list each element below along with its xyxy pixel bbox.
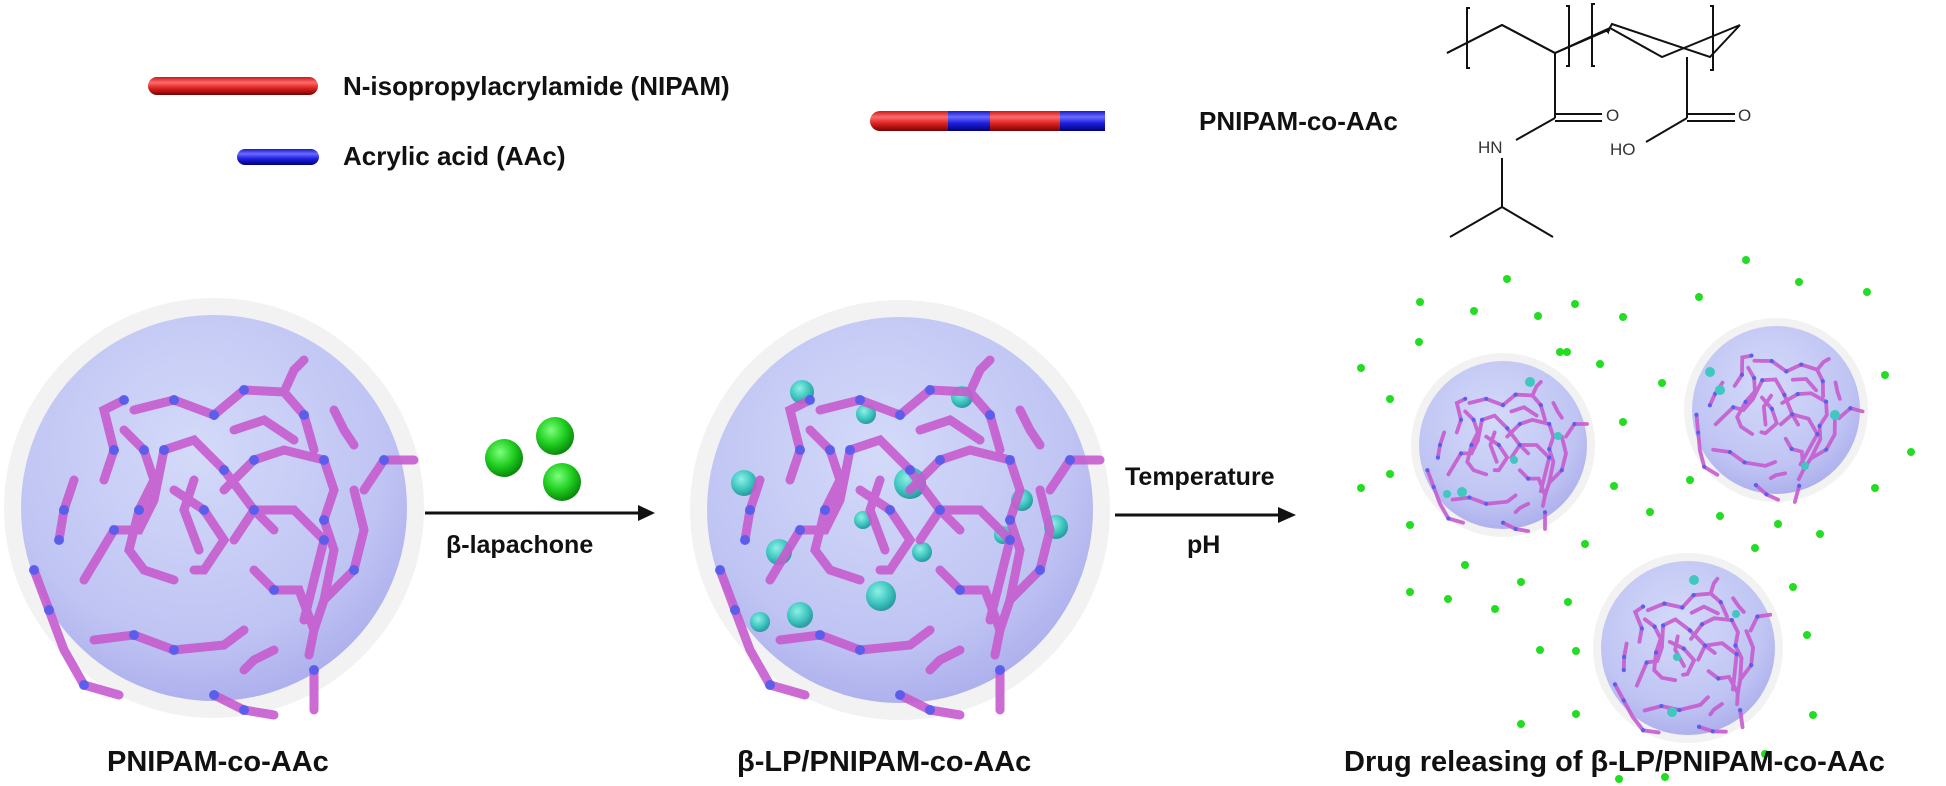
green-drug-spheres-icon	[485, 417, 581, 501]
legend-aac-label: Acrylic acid (AAc)	[343, 141, 566, 171]
released-nanogels	[1411, 318, 1876, 749]
sphere-pnipam-co-aac	[4, 298, 424, 718]
caption-step-1: PNIPAM-co-AAc	[107, 746, 329, 778]
atom-hn: HN	[1478, 138, 1503, 157]
aac-rod-swatch	[237, 149, 319, 165]
caption-step-3: Drug releasing of β-LP/PNIPAM-co-AAc	[1344, 746, 1885, 778]
nipam-rod-swatch	[148, 77, 318, 95]
atom-o-carbonyl-1: O	[1606, 106, 1620, 125]
legend-copolymer-label: PNIPAM-co-AAc	[1199, 106, 1398, 136]
arrow-release-label-bottom: pH	[1187, 531, 1221, 559]
legend-nipam-label: N-isopropylacrylamide (NIPAM)	[343, 71, 730, 101]
atom-ho: HO	[1610, 140, 1636, 159]
copolymer-rod-swatch	[870, 111, 1180, 131]
arrow-loading-label: β-lapachone	[446, 531, 594, 559]
arrow-release	[1115, 507, 1296, 523]
arrow-release-label-top: Temperature	[1125, 463, 1275, 491]
sphere-drug-loaded	[690, 300, 1110, 720]
arrow-loading	[425, 417, 655, 521]
released-drug-particles	[1357, 256, 1915, 783]
atom-o-carbonyl-2: O	[1738, 106, 1752, 125]
caption-step-2: β-LP/PNIPAM-co-AAc	[737, 746, 1032, 778]
